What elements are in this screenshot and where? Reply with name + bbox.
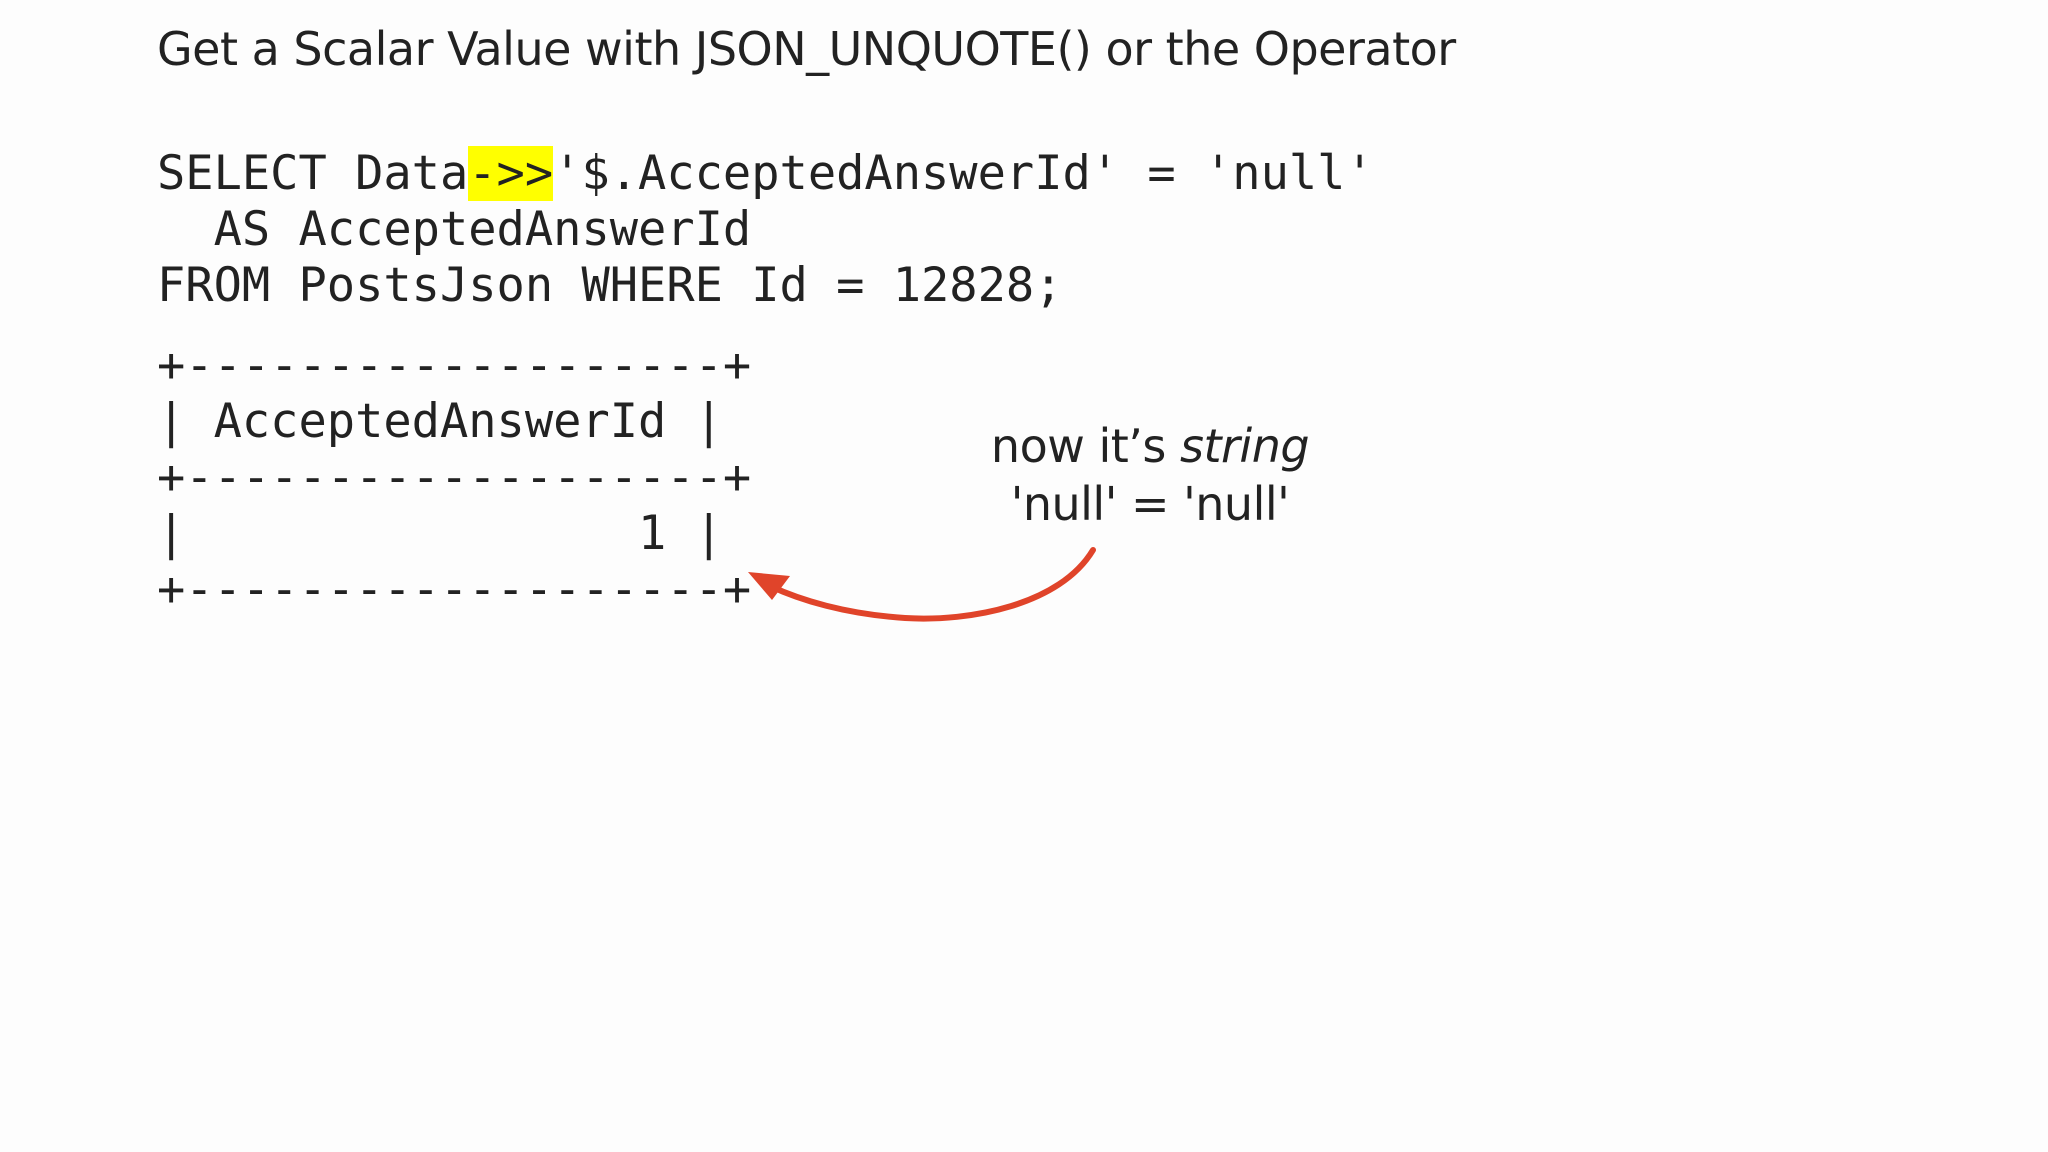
result-border-bottom: +-------------------+ <box>157 562 752 617</box>
query-json-path: '$.AcceptedAnswerId' = 'null' <box>553 146 1374 201</box>
annotation-prefix: now it’s <box>990 419 1180 473</box>
annotation-emphasis: string <box>1180 419 1310 473</box>
sql-query: SELECT Data->>'$.AcceptedAnswerId' = 'nu… <box>157 146 1374 314</box>
query-line-2: AS AcceptedAnswerId <box>157 202 752 257</box>
result-border-mid: +-------------------+ <box>157 450 752 505</box>
annotation-note: now it’s string 'null' = 'null' <box>980 417 1320 533</box>
result-value-row: | 1 | <box>157 506 723 561</box>
slide-title: Get a Scalar Value with JSON_UNQUOTE() o… <box>157 22 1456 76</box>
query-select-data: SELECT Data <box>157 146 469 201</box>
highlighted-operator: ->> <box>468 146 554 201</box>
annotation-line-2: 'null' = 'null' <box>1010 477 1290 531</box>
annotation-line-1: now it’s string <box>980 417 1320 475</box>
result-table: +-------------------+ | AcceptedAnswerId… <box>157 338 751 618</box>
result-header-row: | AcceptedAnswerId | <box>157 394 723 449</box>
query-line-3: FROM PostsJson WHERE Id = 12828; <box>157 258 1063 313</box>
result-border-top: +-------------------+ <box>157 338 752 393</box>
arrow-head <box>748 572 790 600</box>
query-line-1: SELECT Data->>'$.AcceptedAnswerId' = 'nu… <box>157 146 1374 201</box>
arrow-curve <box>767 547 1096 622</box>
